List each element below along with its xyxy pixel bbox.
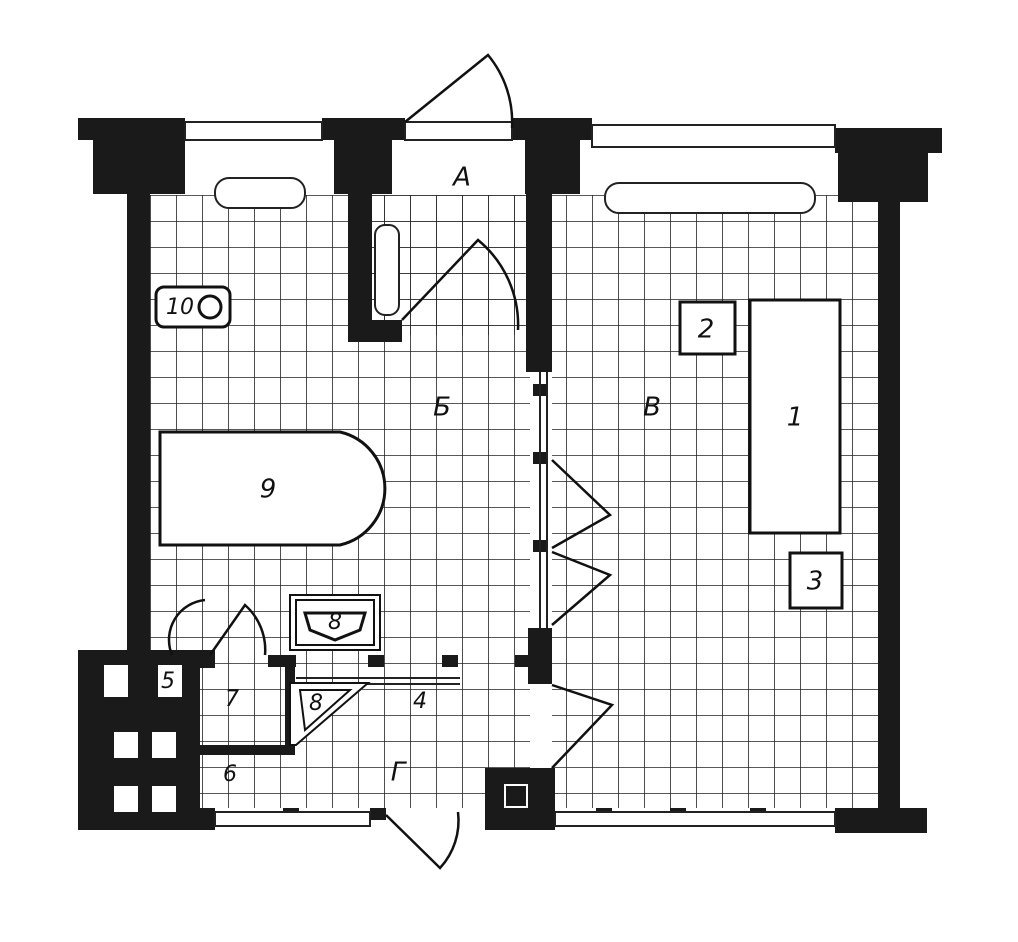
ventilation-shafts — [104, 665, 528, 812]
radiator-icon — [214, 177, 816, 316]
fixture-label-9: 9 — [260, 475, 277, 505]
nightstand — [678, 300, 737, 356]
fixtures — [154, 285, 844, 746]
room-label-b: Б — [433, 393, 451, 423]
fixture-label-3: 3 — [807, 567, 824, 597]
chair — [788, 551, 844, 610]
fixture-label-6: 6 — [223, 762, 237, 787]
room-label-g: Г — [391, 758, 408, 788]
fixture-label-5: 5 — [161, 669, 175, 694]
fixture-label-1: 1 — [787, 403, 804, 433]
bathtub — [158, 430, 387, 547]
fixture-label-4: 4 — [413, 689, 427, 714]
labels: А Б В Г 1 2 3 4 5 6 7 8 8 9 10 — [161, 163, 823, 788]
windows — [184, 121, 836, 827]
doors — [167, 53, 615, 870]
fixture-label-8b: 8 — [309, 691, 323, 716]
fixture-label-8a: 8 — [328, 610, 342, 635]
bed — [748, 298, 842, 535]
fixture-label-10: 10 — [166, 295, 194, 320]
room-label-a: А — [451, 163, 471, 193]
walls — [78, 118, 942, 833]
fixture-label-7: 7 — [225, 687, 239, 712]
room-label-v: В — [643, 393, 661, 423]
fixture-label-2: 2 — [698, 315, 715, 345]
